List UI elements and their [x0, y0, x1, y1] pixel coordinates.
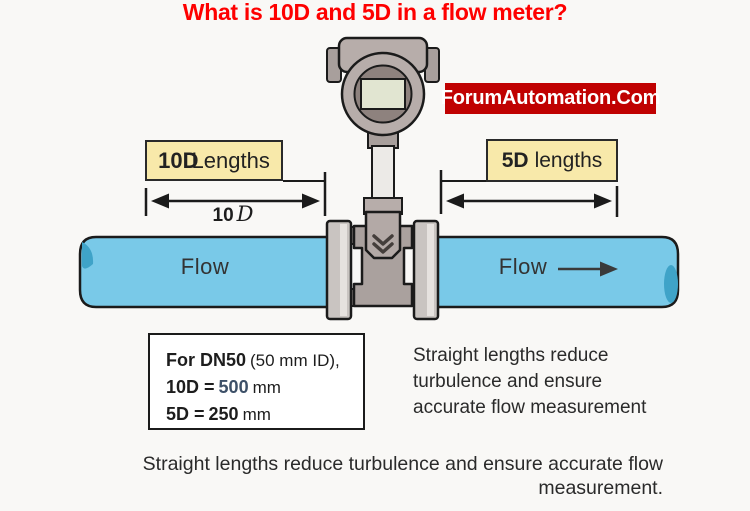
page-title: What is 10D and 5D in a flow meter?: [182, 0, 568, 23]
flow-direction-arrow-icon: [558, 261, 618, 277]
label-10d: 10D: [158, 147, 199, 173]
info-10d-value: 500: [218, 377, 249, 397]
label-lengths: lengths: [534, 148, 603, 172]
label-lengths: Lengths: [191, 147, 270, 173]
info-line-1: For DN50(50 mm ID),: [166, 347, 363, 374]
meter-body: [349, 210, 417, 308]
flange-right: [412, 219, 440, 321]
dimension-right-5d: [439, 170, 619, 217]
pipe-right: [434, 235, 680, 309]
info-5d-value: 250: [208, 404, 239, 424]
pipe-left-end-cap: [82, 242, 94, 269]
side-note: Straight lengths reduce turbulence and e…: [413, 345, 647, 418]
bottom-note: Straight lengths reduce turbulence and e…: [142, 453, 663, 499]
info-id: (50 mm ID),: [250, 351, 340, 370]
transmitter-head: [326, 36, 440, 137]
site-badge-label: ForumAutomation.Com: [440, 87, 661, 109]
pipe-left: [78, 235, 332, 309]
chevron-down-icon: [372, 234, 394, 254]
transmitter-stem: [363, 131, 403, 215]
info-10d-label: 10D =: [166, 377, 215, 397]
label-box-5d-lengths: 5D lengths: [486, 139, 618, 182]
info-dn50: For DN50: [166, 350, 247, 370]
display-screen: [360, 78, 406, 110]
dim-letter: D: [236, 202, 254, 226]
info-5d-unit: mm: [242, 405, 271, 424]
flange-left: [325, 219, 353, 321]
site-badge: ForumAutomation.Com: [441, 83, 660, 114]
arrow-left-right-icon: [446, 193, 612, 209]
info-5d-label: 5D =: [166, 404, 205, 424]
info-10d-unit: mm: [252, 378, 281, 397]
arrow-left-right-icon: [151, 193, 320, 209]
dimension-left-10d: [144, 172, 327, 216]
pipe-right-end-cap: [664, 265, 678, 303]
flow-label-left: Flow: [180, 254, 230, 279]
flow-label-right: Flow: [498, 254, 548, 279]
label-box-10d-lengths: 10D Lengths: [145, 140, 283, 181]
dim-number: 10: [212, 205, 234, 226]
label-5d: 5D: [501, 148, 529, 172]
